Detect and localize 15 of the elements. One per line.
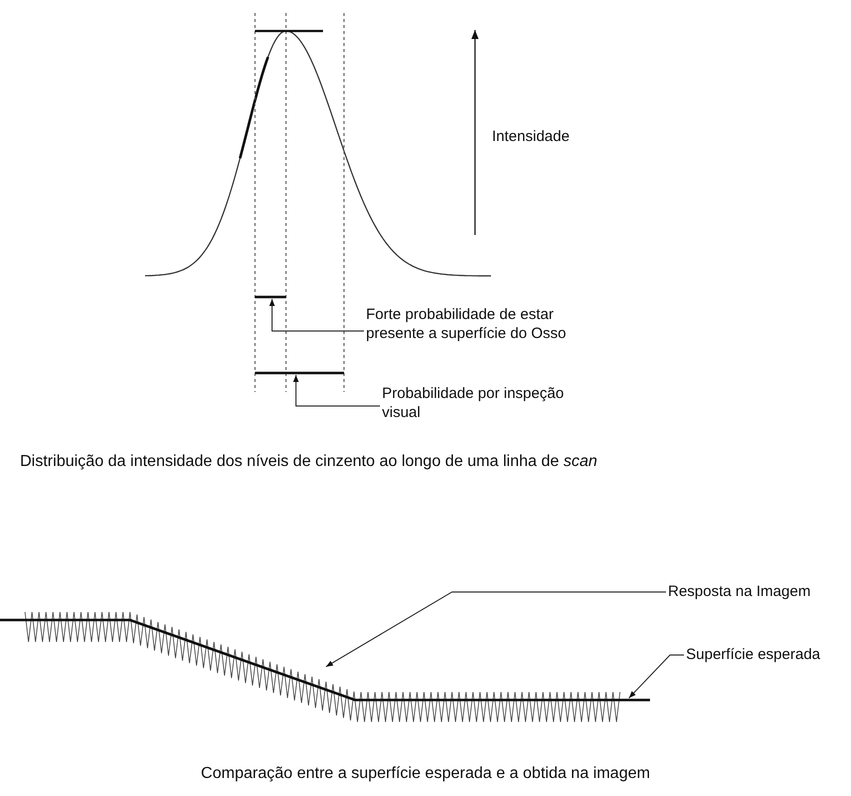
leader-line <box>628 654 684 698</box>
leader-line <box>326 592 666 668</box>
callout-text: Resposta na Imagem <box>668 582 838 601</box>
axis-label: Intensidade <box>492 127 570 146</box>
expected-surface-line <box>0 618 650 702</box>
figure-caption: Distribuição da intensidade dos níveis de cinzento ao longo de uma linha de scan <box>20 452 598 471</box>
callout-text: Probabilidade por inspeção visual <box>382 384 597 422</box>
leader-line <box>269 298 364 332</box>
leader-line <box>293 374 380 406</box>
noisy-response-line <box>24 612 620 722</box>
figure-caption: Comparação entre a superfície esperada e a obtida na imagem <box>200 765 650 782</box>
callout-text: Superfície esperada <box>686 645 846 664</box>
callout-text: Forte probabilidade de estar presente a superfície do Osso <box>366 305 611 343</box>
bracket-bar <box>255 372 344 374</box>
bracket-bar <box>255 296 286 298</box>
